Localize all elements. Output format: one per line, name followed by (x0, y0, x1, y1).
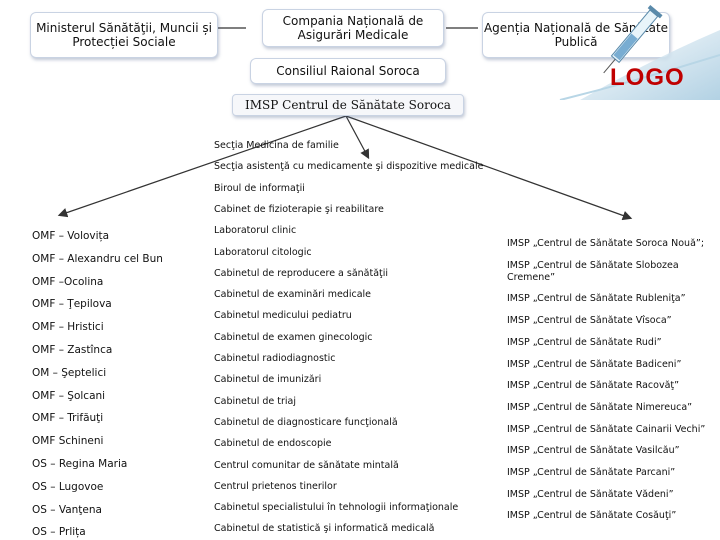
cnam-label: Compania Națională de Asigurări Medicale (282, 14, 424, 42)
section-item: Secţia Medicina de familie (214, 140, 339, 151)
imsp-item: IMSP „Centrul de Sănătate Parcani” (507, 467, 676, 478)
omf-item: OMF Schineni (32, 435, 104, 448)
logo-graphic (559, 5, 720, 100)
imsp-item: IMSP „Centrul de Sănătate Racovăţ” (507, 380, 680, 392)
imsp-soroca-box: IMSP Centrul de Sănătate Soroca (232, 94, 464, 116)
omf-item: OMF – Volovița (32, 230, 110, 242)
omf-item: OMF – Şolcani (32, 389, 106, 402)
omf-item: OM – Şeptelici (32, 366, 107, 379)
logo-text: LOGO (610, 64, 685, 91)
imsp-item: IMSP „Centrul de Sănătate Rudi” (507, 336, 662, 348)
section-item: Cabinetul de statistică şi informatică m… (214, 523, 435, 535)
council-label: Consiliul Raional Soroca (276, 64, 420, 78)
section-item: Cabinetul de diagnosticare funcţională (214, 416, 398, 428)
omf-item: OMF – Trifăuţi (32, 412, 104, 425)
section-item: Cabinetul de reproducere a sănătăţii (214, 267, 389, 279)
section-item: Centrul prietenos tinerilor (214, 480, 337, 492)
omf-item: OS – Vanţena (32, 503, 102, 516)
omf-item: OMF –Ocolina (32, 275, 104, 288)
imsp-item: IMSP „Centrul de Sănătate Cainarii Vechi… (507, 423, 706, 435)
omf-item: OMF – Hristici (32, 321, 104, 334)
syringe-icon (603, 5, 663, 74)
omf-item: OMF – Zastînca (32, 344, 113, 356)
imsp-item: IMSP „Centrul de Sănătate Vădeni” (507, 488, 674, 500)
section-item: Laboratorul clinic (214, 225, 297, 237)
imsp-item: IMSP „Centrul de Sănătate Cosăuţi” (507, 510, 677, 522)
imsp-item: IMSP „Centrul de Sănătate Badiceni” (507, 358, 682, 370)
arrow-to-sections (345, 115, 370, 160)
arrow-to-omf (57, 115, 347, 218)
omf-item: OMF – Alexandru cel Bun (32, 252, 163, 265)
section-item: Cabinet de fizioterapie şi reabilitare (214, 203, 384, 215)
section-item: Cabinetul specialistului în tehnologii i… (214, 502, 459, 514)
section-item: Cabinetul de triaj (214, 395, 297, 407)
imsp-item: IMSP „Centrul de Sănătate Soroca Nouă”; (507, 238, 705, 249)
section-item: Biroul de informaţii (214, 182, 305, 194)
imsp-item: IMSP „Centrul de Sănătate Rubleniţa” (507, 293, 686, 305)
ansp-label: Agenția Națională de Sănătate Publică (483, 21, 669, 49)
imsp-item: IMSP „Centrul de Sănătate Nimereuca” (507, 401, 693, 413)
ministry-box: Ministerul Sănătăţii, Muncii și Protecți… (30, 12, 218, 58)
omf-item: OS – Regina Maria (32, 458, 128, 470)
imsp-soroca-label: IMSP Centrul de Sănătate Soroca (245, 98, 451, 112)
council-box: Consiliul Raional Soroca (250, 58, 446, 84)
section-item: Secţia asistenţă cu medicamente şi dispo… (214, 161, 484, 173)
section-item: Cabinetul de examinări medicale (214, 289, 372, 301)
cnam-box: Compania Națională de Asigurări Medicale (262, 9, 444, 47)
imsp-item: IMSP „Centrul de Sănătate Vasilcău” (507, 445, 680, 457)
ministry-label: Ministerul Sănătăţii, Muncii și Protecți… (36, 21, 212, 49)
section-item: Cabinetul medicului pediatru (214, 310, 352, 322)
omf-item: OS – Prlița (32, 526, 86, 539)
omf-item: OS – Lugovoe (32, 480, 104, 493)
section-item: Cabinetul de examen ginecologic (214, 331, 373, 343)
section-item: Laboratorul citologic (214, 246, 312, 258)
omf-item: OMF – Ţepilova (32, 298, 112, 311)
arrow-to-imsp (345, 115, 633, 221)
section-item: Cabinetul de imunizări (214, 374, 322, 386)
section-item: Cabinetul radiodiagnostic (214, 353, 336, 364)
section-item: Cabinetul de endoscopie (214, 438, 332, 450)
imsp-item: IMSP „Centrul de Sănătate Vîsoca” (507, 315, 672, 327)
imsp-item: IMSP „Centrul de Sănătate Slobozea Creme… (507, 259, 679, 283)
ansp-box: Agenția Națională de Sănătate Publică (482, 12, 670, 58)
section-item: Centrul comunitar de sănătate mintală (214, 459, 399, 471)
